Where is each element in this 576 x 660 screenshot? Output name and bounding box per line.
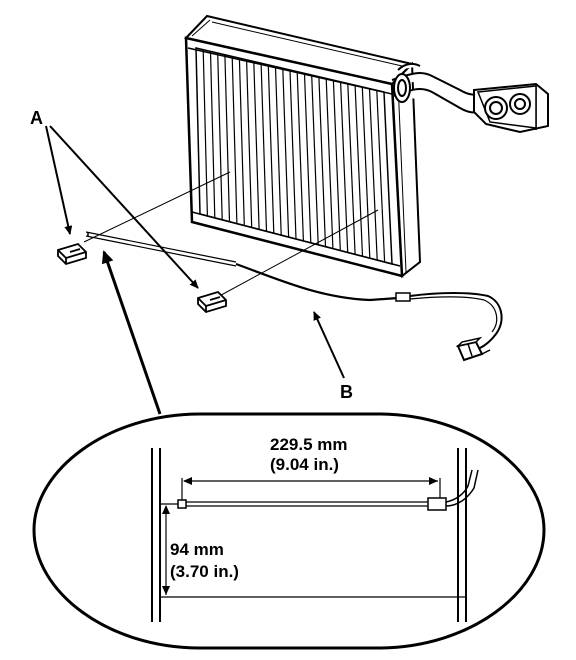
evaporator-pipes xyxy=(391,62,549,134)
evaporator-fin xyxy=(325,78,334,249)
evaporator-fin xyxy=(231,56,238,224)
detail-inset: 229.5 mm (9.04 in.) 94 mm (3.70 in.) xyxy=(32,412,546,650)
evaporator-fin xyxy=(340,81,349,253)
detail-sensor xyxy=(177,469,479,511)
evaporator-fin xyxy=(311,75,319,245)
evaporator-fin xyxy=(238,58,245,226)
height-dimension-mm: 94 mm xyxy=(170,540,224,559)
sensor-clip-2 xyxy=(197,290,227,314)
evaporator-fin xyxy=(332,80,341,251)
evaporator-fin xyxy=(260,63,268,232)
height-dimension-in: (3.70 in.) xyxy=(170,562,239,581)
evaporator-fin xyxy=(224,54,231,222)
evaporator-fin xyxy=(361,86,371,259)
evaporator-fin xyxy=(289,69,297,240)
evaporator-fin xyxy=(209,51,216,218)
evaporator-fin xyxy=(282,68,290,238)
evaporator-fin xyxy=(376,90,386,263)
evaporator-fin xyxy=(267,64,275,234)
detail-core-edges xyxy=(151,448,467,622)
evaporator-fins xyxy=(202,49,386,263)
evaporator-fin xyxy=(202,49,208,216)
width-dimension-mm: 229.5 mm xyxy=(270,435,348,454)
temperature-sensor xyxy=(85,231,503,362)
evaporator-fin xyxy=(217,53,223,220)
height-dimension xyxy=(160,503,466,598)
evaporator-fin xyxy=(253,61,260,230)
callout-label-b: B xyxy=(340,382,353,402)
sensor-clip-1 xyxy=(57,242,87,266)
evaporator-fin xyxy=(368,88,378,261)
insertion-guide-lines xyxy=(83,171,379,301)
width-dimension xyxy=(181,477,441,500)
callout-leaders xyxy=(45,125,345,415)
evaporator-fin xyxy=(303,73,312,243)
callout-label-a: A xyxy=(30,108,43,128)
evaporator-core xyxy=(184,14,422,278)
evaporator-fin xyxy=(347,83,356,255)
evaporator-fin xyxy=(354,85,364,257)
width-dimension-in: (9.04 in.) xyxy=(270,455,339,474)
evaporator-fin xyxy=(296,71,304,241)
evaporator-fin xyxy=(274,66,282,236)
evaporator-fin xyxy=(318,76,327,247)
evaporator-fin xyxy=(246,59,253,228)
